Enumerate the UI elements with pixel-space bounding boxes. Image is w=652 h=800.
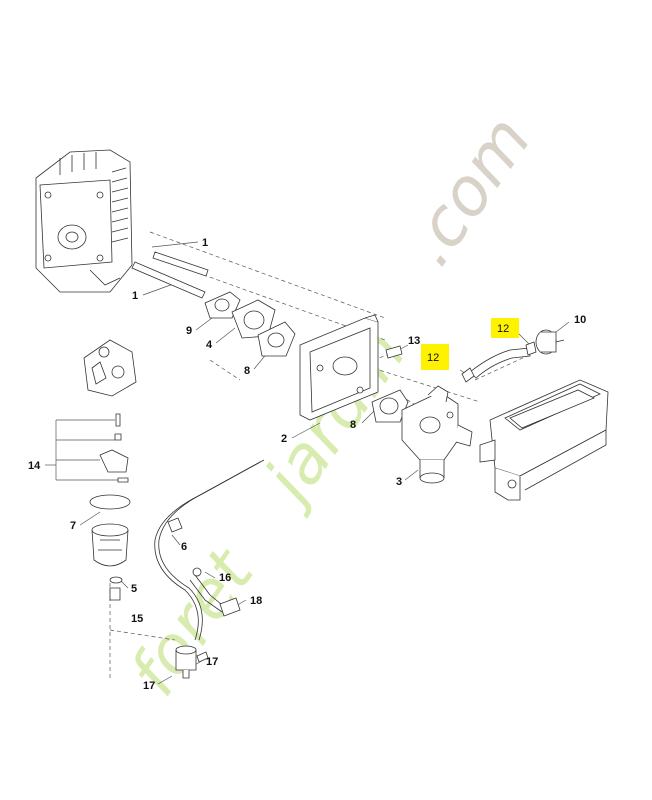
kit-parts-14 — [99, 413, 129, 483]
bowl-screw — [109, 576, 123, 601]
highlight-box-12a — [491, 318, 519, 338]
air-filter-housing — [479, 379, 609, 501]
mounting-plate — [299, 314, 379, 421]
label-part-9: 9 — [186, 325, 192, 337]
label-part-4: 4 — [206, 339, 213, 351]
label-part-7: 7 — [70, 520, 76, 532]
label-part-12-right: 12 — [497, 323, 509, 335]
highlight-box-12b — [421, 344, 449, 370]
label-part-2: 2 — [281, 433, 287, 445]
fuel-filter — [535, 329, 565, 355]
solenoid-parts — [167, 517, 241, 679]
label-part-1-lower: 1 — [132, 290, 138, 302]
label-part-8-right: 8 — [350, 419, 356, 431]
label-part-15: 15 — [131, 613, 143, 625]
part-labels: 1 1 9 4 8 2 8 3 13 12 12 10 14 7 6 5 16 … — [28, 237, 586, 692]
choke-assembly — [83, 339, 137, 397]
label-part-17-left: 17 — [143, 680, 155, 692]
label-part-5: 5 — [131, 583, 137, 595]
label-part-8-left: 8 — [244, 365, 250, 377]
label-part-14: 14 — [28, 460, 41, 472]
label-part-12-left: 12 — [427, 352, 439, 364]
label-part-17-right: 17 — [206, 656, 218, 668]
intake-gaskets — [204, 291, 296, 357]
carburetor — [401, 385, 473, 484]
label-part-16: 16 — [219, 572, 231, 584]
watermark-com-text: .com — [390, 102, 546, 279]
label-part-3: 3 — [396, 476, 402, 488]
fuel-hose — [461, 341, 537, 383]
engine-block — [35, 149, 133, 293]
studs — [131, 251, 209, 299]
label-part-6: 6 — [181, 541, 187, 553]
bolt-13 — [385, 345, 403, 359]
label-part-1-upper: 1 — [202, 237, 208, 249]
float-bowl — [89, 494, 131, 567]
label-part-13: 13 — [408, 335, 420, 347]
label-part-10: 10 — [574, 314, 586, 326]
label-part-18: 18 — [250, 595, 262, 607]
